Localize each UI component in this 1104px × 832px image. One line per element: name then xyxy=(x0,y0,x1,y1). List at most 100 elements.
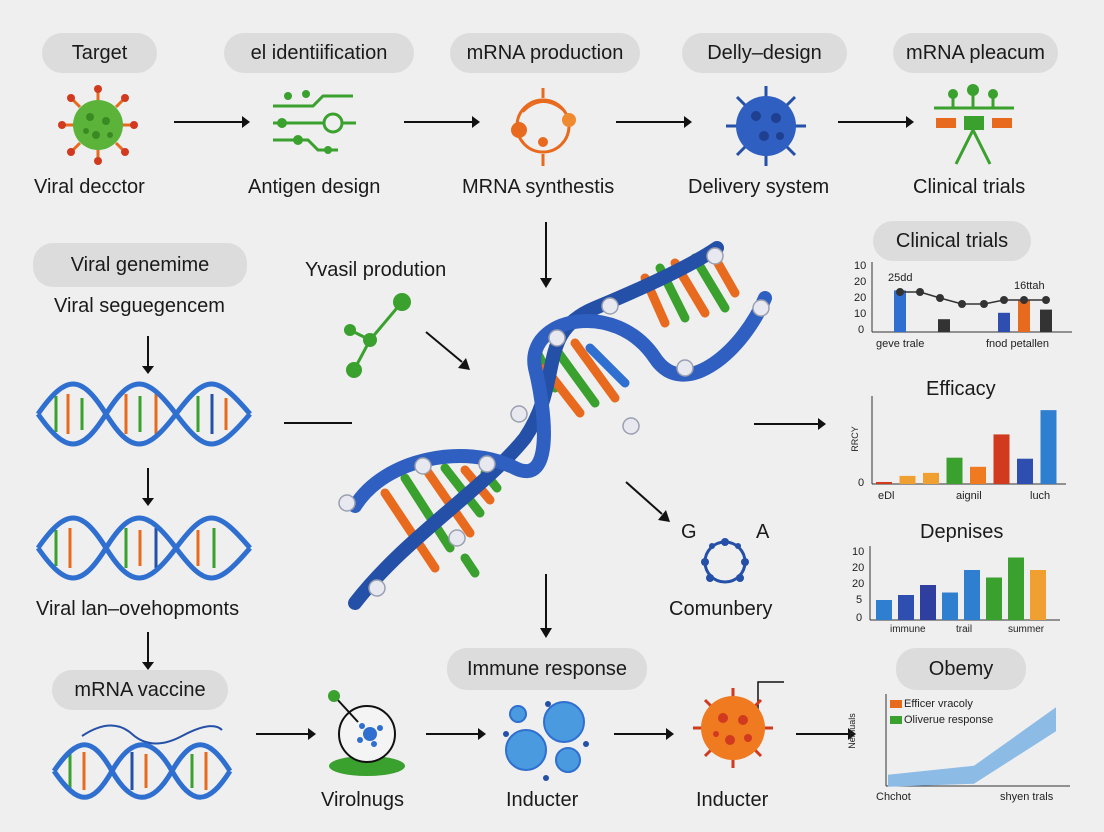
arrow-mol xyxy=(425,331,470,370)
chart1-dot-7 xyxy=(1042,296,1050,304)
chart4-xtick-1: shyen trals xyxy=(1000,791,1054,803)
depnises-title: Depnises xyxy=(920,521,1004,543)
chart3-bar-4 xyxy=(964,570,980,620)
pill-obemy: Obemy xyxy=(896,648,1026,690)
label-mrna-synthestis: MRNA synthestis xyxy=(462,176,615,198)
chart-clinical-trials: 25dd 16ttah 10 20 20 10 0 geve trale fno… xyxy=(844,258,1084,354)
delivery-virus-icon xyxy=(726,86,806,166)
chart2-bar-3 xyxy=(946,457,963,484)
chart2-ytick-0: 0 xyxy=(858,477,865,489)
arrow-top-1 xyxy=(174,116,250,128)
mrna-ring-icon xyxy=(511,88,576,166)
chart3-ytick-4: 0 xyxy=(856,612,863,624)
cell-dish-icon xyxy=(328,690,405,776)
chart2-xtick-2: luch xyxy=(1030,490,1051,502)
chart1-dot-0 xyxy=(896,288,904,296)
chart2-bar-4 xyxy=(970,466,986,484)
arrow-left-3 xyxy=(142,632,154,670)
chart1-bar-1 xyxy=(938,319,950,332)
pill-viral-genemime: Viral genemime xyxy=(33,243,247,287)
arrow-left-2 xyxy=(142,468,154,506)
chart2-bar-1 xyxy=(899,475,916,484)
chart1-annotation-2: 16ttah xyxy=(1014,280,1045,292)
label-yvasil-prodution: Yvasil prodution xyxy=(305,259,447,281)
immune-cells-icon xyxy=(503,701,589,781)
chart1-bar-4 xyxy=(1040,309,1052,332)
label-comunbery: Comunbery xyxy=(669,598,773,620)
chart2-svg xyxy=(871,396,1066,485)
chart4-legend-swatch-1 xyxy=(890,716,902,724)
chart1-ytick-3: 10 xyxy=(854,308,867,320)
arrow-top-3 xyxy=(616,116,692,128)
chart1-dot-6 xyxy=(1020,296,1028,304)
label-delivery-system: Delivery system xyxy=(688,176,830,198)
chart2-bar-0 xyxy=(876,481,892,484)
arrow-center-diag xyxy=(625,481,670,522)
label-inducter-1: Inducter xyxy=(506,789,579,811)
chart4-svg xyxy=(885,694,1070,787)
chart2-xtick-0: eDl xyxy=(878,490,895,502)
label-viral-lan-ovehopmonts: Viral lan–ovehopmonts xyxy=(36,598,240,620)
chart1-ytick-1: 20 xyxy=(854,276,867,288)
chart3-svg xyxy=(869,546,1060,621)
chart1-xtick-0: geve trale xyxy=(876,338,925,350)
chart3-ytick-0: 10 xyxy=(852,546,865,558)
label-inducter-2: Inducter xyxy=(696,789,769,811)
chart2-ylabel: RRCY xyxy=(849,426,860,452)
chart3-xtick-2: summer xyxy=(1008,624,1045,635)
dna-strand-icon-3 xyxy=(51,724,233,800)
chart3-xtick-0: immune xyxy=(890,624,926,635)
pill-delly-design: Delly–design xyxy=(682,33,847,73)
arrow-center-down-2 xyxy=(540,574,552,638)
arrow-bottom-2 xyxy=(426,728,486,740)
clinical-network-icon xyxy=(934,84,1014,165)
circular-rna-icon xyxy=(701,538,749,584)
arrow-bottom-4 xyxy=(796,728,856,740)
chart3-bar-7 xyxy=(1030,570,1046,620)
chart-efficacy: RRCY 0 eDl aignil luch xyxy=(850,394,1070,504)
arrow-center-right xyxy=(754,418,826,430)
pill-identification: el identiification xyxy=(224,33,414,73)
chart1-dot-4 xyxy=(980,300,988,308)
chart3-bar-0 xyxy=(876,600,892,620)
label-virolnugs: Virolnugs xyxy=(321,789,405,811)
arrow-left-1 xyxy=(142,336,154,374)
label-viral-seguegencem: Viral seguegencem xyxy=(54,295,225,317)
chart4-area xyxy=(888,707,1056,787)
chart1-bar-3 xyxy=(1018,300,1030,332)
chart1-bar-2 xyxy=(998,312,1010,332)
chart1-ytick-0: 10 xyxy=(854,260,867,272)
virus-icon xyxy=(58,85,138,165)
chart1-dot-3 xyxy=(958,300,966,308)
pill-immune-response: Immune response xyxy=(447,648,647,690)
chart3-ytick-1: 20 xyxy=(852,562,865,574)
chart4-legend-swatch-0 xyxy=(890,700,902,708)
arrow-bottom-1 xyxy=(256,728,316,740)
chart4-legend-1: Oliverue response xyxy=(904,714,994,726)
pill-mrna-vaccine: mRNA vaccine xyxy=(52,670,228,710)
chart1-dot-1 xyxy=(916,288,924,296)
chart2-bar-2 xyxy=(923,472,939,484)
pill-clinical-trials-right: Clinical trials xyxy=(873,221,1031,261)
label-g: G xyxy=(681,521,697,543)
connector-line xyxy=(284,422,352,424)
chart4-legend-0: Efficer vracoly xyxy=(904,698,973,710)
efficacy-title: Efficacy xyxy=(926,378,996,400)
chart2-bar-7 xyxy=(1040,410,1057,484)
antigen-circuit-icon xyxy=(273,90,356,154)
arrow-top-2 xyxy=(404,116,480,128)
chart1-ytick-2: 20 xyxy=(854,292,867,304)
pill-target: Target xyxy=(42,33,157,73)
dna-helix-large-icon xyxy=(338,241,772,610)
label-viral-decctor: Viral decctor xyxy=(34,176,145,198)
chart4-xtick-0: Chchot xyxy=(876,791,911,803)
label-a: A xyxy=(756,521,770,543)
arrow-top-4 xyxy=(838,116,914,128)
chart4-ylabel: Nemuals xyxy=(846,713,857,749)
chart1-bar-0 xyxy=(894,290,906,332)
chart-depnises: 10 20 20 5 0 immune trail summer xyxy=(850,544,1070,640)
arrow-center-down xyxy=(540,222,552,288)
chart2-bar-6 xyxy=(1017,458,1033,484)
chart1-xtick-1: fnod petallen xyxy=(986,338,1049,350)
label-clinical-trials: Clinical trials xyxy=(913,176,1026,198)
